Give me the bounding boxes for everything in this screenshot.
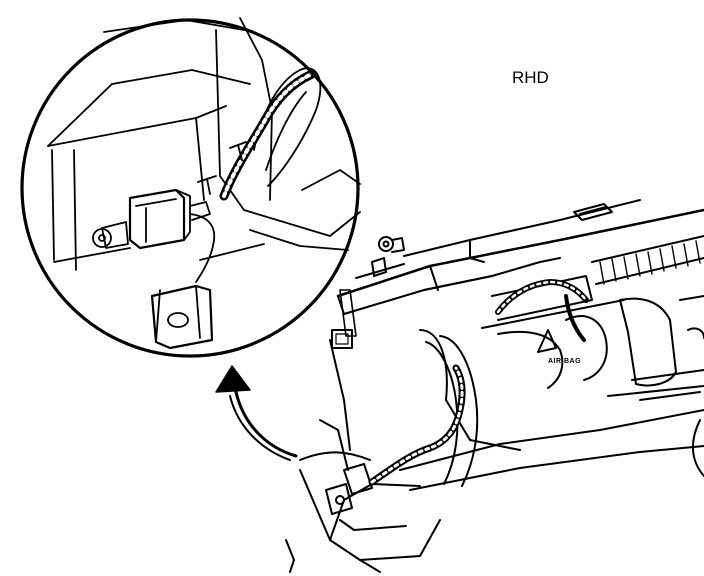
rhd-label: RHD (512, 68, 549, 87)
detail-view-drawing (20, 17, 361, 358)
instrument-panel-drawing (285, 199, 704, 573)
airbag-marking: AIR BAG (548, 358, 582, 365)
callout-arrow (215, 365, 298, 461)
